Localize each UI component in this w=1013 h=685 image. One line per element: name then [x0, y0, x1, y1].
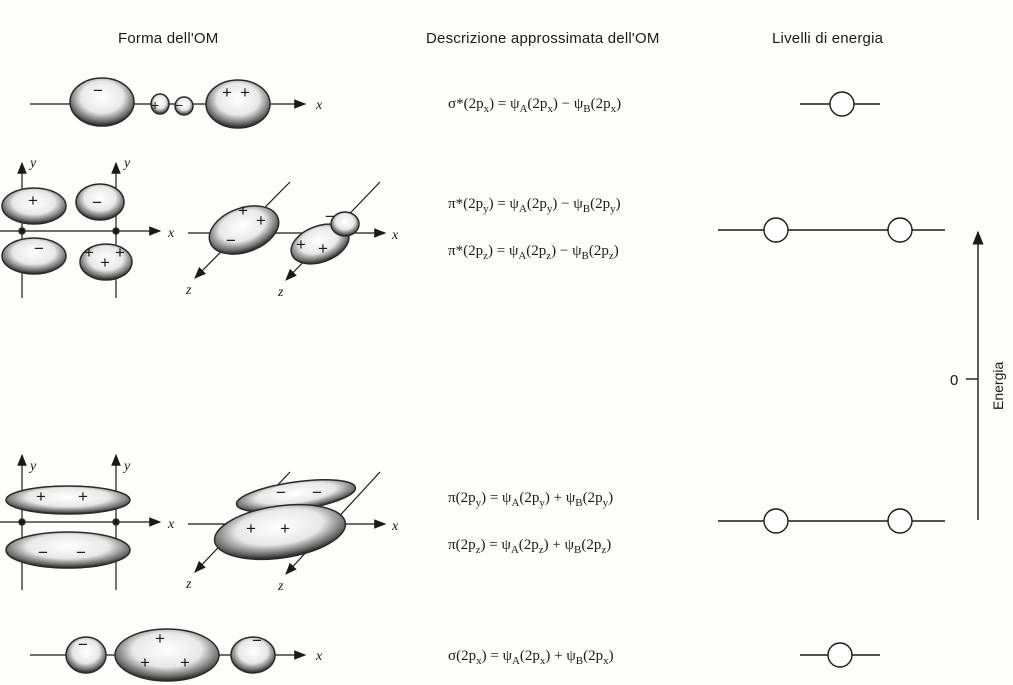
axis-z-label: z [185, 283, 192, 298]
sign: + [84, 243, 94, 262]
energy-axis: 0 Energia [950, 230, 1006, 520]
axis-x-label: x [315, 649, 323, 664]
sigma-star-shape [30, 77, 307, 129]
level-sigma [800, 642, 880, 668]
sign: + [155, 629, 165, 648]
axis-z-label: z [185, 577, 192, 592]
energy-levels [718, 91, 945, 668]
formula-sigma-star: σ*(2px) = ψA(2px) − ψB(2px) [448, 96, 622, 115]
sign: + [296, 235, 306, 254]
axis-y-label: y [122, 156, 131, 171]
pi-star-right-shape [188, 181, 387, 281]
axis-labels: x y y x x z z y y x x z z x [28, 98, 399, 664]
sign: − [93, 81, 103, 100]
axis-x-label: x [167, 226, 175, 241]
sign: + [256, 211, 266, 230]
header-description: Descrizione approssimata dell'OM [426, 30, 660, 47]
pi-right-shape [188, 471, 387, 575]
axis-x-label: x [391, 228, 399, 243]
sign: + [280, 519, 290, 538]
sign: + [180, 653, 190, 672]
sign: − [34, 239, 44, 258]
level-pi-star [718, 217, 945, 243]
sign: + [140, 653, 150, 672]
sign: − [312, 483, 322, 502]
axis-x-label: x [315, 98, 323, 113]
energy-axis-label: Energia [990, 362, 1006, 410]
axis-y-label: y [122, 459, 131, 474]
sign: − [92, 193, 102, 212]
formula-pi-y: π(2py) = ψA(2py) + ψB(2py) [448, 490, 614, 509]
sign: − [175, 97, 183, 113]
axis-x-label: x [391, 519, 399, 534]
sign: + [151, 97, 159, 113]
formula-pi-z: π(2pz) = ψA(2pz) + ψB(2pz) [448, 537, 612, 556]
header-shape: Forma dell'OM [118, 30, 219, 47]
axis-y-label: y [28, 459, 37, 474]
pi-star-left-shape [0, 161, 162, 298]
sign: + [78, 487, 88, 506]
sign: + [318, 239, 328, 258]
sigma-shape [30, 628, 307, 682]
formula-pi-star-y: π*(2py) = ψA(2py) − ψB(2py) [448, 196, 621, 215]
sign: − [78, 635, 88, 654]
level-sigma-star [800, 91, 880, 117]
sign: − [226, 231, 236, 250]
sign: − [276, 483, 286, 502]
pi-left-shape [0, 453, 162, 590]
sign: + [222, 83, 232, 102]
axis-x-label: x [167, 517, 175, 532]
sign: − [325, 207, 335, 226]
formula-sigma: σ(2px) = ψA(2px) + ψB(2px) [448, 648, 614, 667]
sign: + [36, 487, 46, 506]
sign: − [252, 631, 262, 650]
formula-pi-star-z: π*(2pz) = ψA(2pz) − ψB(2pz) [448, 243, 619, 262]
sign: − [76, 543, 86, 562]
sign: + [28, 191, 38, 210]
energy-zero-label: 0 [950, 372, 958, 389]
sign: + [246, 519, 256, 538]
sign: + [115, 243, 125, 262]
sign: − [38, 543, 48, 562]
axis-y-label: y [28, 156, 37, 171]
axis-z-label: z [277, 285, 284, 300]
axis-z-label: z [277, 579, 284, 594]
sign: + [238, 201, 248, 220]
header-levels: Livelli di energia [772, 30, 884, 47]
lobe-signs: − + − + + + − − + + + + + − + + − + + − … [28, 81, 335, 672]
sign: + [100, 253, 110, 272]
sign: + [240, 83, 250, 102]
level-pi [718, 508, 945, 534]
